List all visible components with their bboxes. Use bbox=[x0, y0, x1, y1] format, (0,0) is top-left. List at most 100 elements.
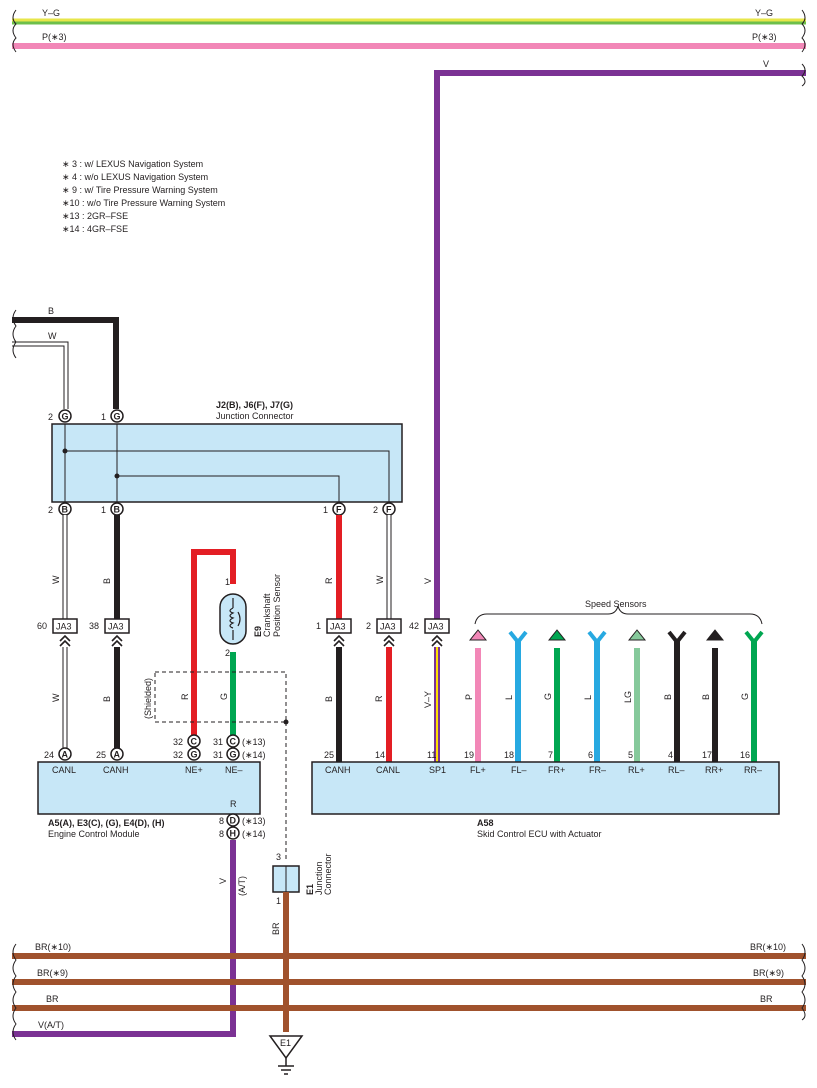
svg-text:BR(∗10): BR(∗10) bbox=[750, 942, 786, 952]
skid-control-ecu bbox=[311, 761, 780, 815]
svg-text:14: 14 bbox=[375, 750, 385, 760]
ecm-terminal-r: R bbox=[230, 799, 237, 809]
bus-p3: P(∗3) P(∗3) bbox=[12, 32, 806, 49]
engine-control-module: CANL CANH NE+ NE– R A5(A), E3(C), (G), E… bbox=[37, 761, 261, 839]
ja3-connector-2: 2 JA3 bbox=[366, 618, 402, 634]
svg-text:25: 25 bbox=[324, 750, 334, 760]
ja3-connector-42: 42 JA3 bbox=[409, 618, 450, 634]
svg-text:B: B bbox=[48, 306, 54, 316]
crank-sensor-name: Position Sensor bbox=[272, 574, 282, 637]
svg-text:G: G bbox=[219, 693, 229, 700]
ja3-connector-60: 60 JA3 bbox=[37, 618, 78, 634]
wire-rr-plus: B bbox=[701, 629, 725, 762]
junction-connector: J2(B), J6(F), J7(G) Junction Connector bbox=[51, 400, 403, 503]
svg-text:JA3: JA3 bbox=[428, 622, 444, 632]
footnote: ∗ 9 : w/ Tire Pressure Warning System bbox=[62, 185, 218, 195]
svg-text:BR: BR bbox=[760, 994, 773, 1004]
footnote: ∗10 : w/o Tire Pressure Warning System bbox=[62, 198, 225, 208]
svg-text:31: 31 bbox=[213, 737, 223, 747]
svg-text:2: 2 bbox=[225, 648, 230, 658]
wire-b-skid-canh: B bbox=[324, 647, 342, 762]
svg-text:F: F bbox=[336, 505, 342, 515]
svg-text:2: 2 bbox=[366, 621, 371, 631]
ecm-terminal-canl: CANL bbox=[52, 765, 76, 775]
wire-v-label: V bbox=[423, 578, 433, 584]
svg-text:B: B bbox=[62, 505, 69, 515]
svg-text:8: 8 bbox=[219, 829, 224, 839]
svg-text:FL–: FL– bbox=[511, 765, 527, 775]
svg-text:18: 18 bbox=[504, 750, 514, 760]
svg-text:(Shielded): (Shielded) bbox=[143, 678, 153, 719]
svg-text:60: 60 bbox=[37, 621, 47, 631]
skid-name: Skid Control ECU with Actuator bbox=[477, 829, 602, 839]
svg-text:P: P bbox=[464, 694, 474, 700]
junction-code: J2(B), J6(F), J7(G) bbox=[216, 400, 293, 410]
svg-text:D: D bbox=[230, 816, 237, 826]
svg-text:RR+: RR+ bbox=[705, 765, 723, 775]
e1-code: E1 bbox=[305, 884, 315, 895]
svg-text:C: C bbox=[191, 737, 198, 747]
svg-text:SP1: SP1 bbox=[429, 765, 446, 775]
e1-name: Connector bbox=[323, 853, 333, 895]
svg-text:FL+: FL+ bbox=[470, 765, 486, 775]
crankshaft-position-sensor: E9 Crankshaft Position Sensor bbox=[219, 574, 282, 645]
svg-text:38: 38 bbox=[89, 621, 99, 631]
bus-br: BR BR bbox=[12, 994, 806, 1011]
svg-text:L: L bbox=[583, 695, 593, 700]
crank-sensor-wires: 1 2 R G bbox=[180, 549, 236, 738]
svg-text:BR(∗10): BR(∗10) bbox=[35, 942, 71, 952]
wire-fr-plus: G bbox=[543, 629, 567, 762]
svg-text:16: 16 bbox=[740, 750, 750, 760]
footnote: ∗ 4 : w/o LEXUS Navigation System bbox=[62, 172, 208, 182]
ecm-terminal-ne-plus: NE+ bbox=[185, 765, 203, 775]
ecm-ne-plus-pins: 32 C 32 G bbox=[173, 734, 201, 761]
wire-rl-plus: LG bbox=[623, 629, 647, 762]
footnote: ∗ 3 : w/ LEXUS Navigation System bbox=[62, 159, 203, 169]
svg-text:BR(∗9): BR(∗9) bbox=[753, 968, 784, 978]
svg-text:G: G bbox=[230, 750, 237, 760]
svg-text:RL–: RL– bbox=[668, 765, 685, 775]
svg-text:L: L bbox=[504, 695, 514, 700]
svg-text:BR: BR bbox=[271, 922, 281, 935]
svg-text:4: 4 bbox=[668, 750, 673, 760]
wire-b-canh: B bbox=[102, 647, 120, 748]
skid-code: A58 bbox=[477, 818, 494, 828]
wire-r-skid-canl: R bbox=[374, 647, 392, 762]
svg-text:2: 2 bbox=[48, 412, 53, 422]
svg-text:BR: BR bbox=[46, 994, 59, 1004]
svg-text:BR(∗9): BR(∗9) bbox=[37, 968, 68, 978]
svg-text:FR+: FR+ bbox=[548, 765, 565, 775]
svg-text:(∗14): (∗14) bbox=[242, 750, 266, 760]
ecm-bottom-pins: 8 D (∗13) 8 H (∗14) bbox=[219, 813, 266, 840]
connector-chevrons bbox=[59, 634, 443, 647]
bus-p3-label-left: P(∗3) bbox=[42, 32, 67, 42]
e1-junction-connector: 3 1 E1 Junction Connector bbox=[272, 852, 333, 906]
wire-b-38: B bbox=[102, 515, 120, 620]
wire-w-canl: W bbox=[51, 647, 68, 748]
bus-p3-label-right: P(∗3) bbox=[752, 32, 777, 42]
svg-text:G: G bbox=[62, 412, 69, 422]
ground-label: E1 bbox=[280, 1038, 291, 1048]
bus-break-symbols-top bbox=[12, 9, 806, 87]
svg-text:3: 3 bbox=[276, 852, 281, 862]
svg-text:2: 2 bbox=[48, 505, 53, 515]
bus-vat-label: V(A/T) bbox=[38, 1020, 64, 1030]
svg-text:G: G bbox=[114, 412, 121, 422]
svg-text:6: 6 bbox=[588, 750, 593, 760]
svg-text:1: 1 bbox=[101, 505, 106, 515]
svg-text:5: 5 bbox=[628, 750, 633, 760]
svg-text:11: 11 bbox=[427, 750, 436, 760]
svg-text:JA3: JA3 bbox=[330, 622, 346, 632]
speed-sensors-label: Speed Sensors bbox=[585, 599, 647, 609]
bus-v: V bbox=[434, 59, 806, 623]
wire-v-at: V (A/T) bbox=[12, 840, 247, 1037]
svg-text:CANL: CANL bbox=[376, 765, 400, 775]
bus-br10: BR(∗10) BR(∗10) bbox=[12, 942, 806, 959]
svg-text:V: V bbox=[218, 878, 228, 884]
svg-text:G: G bbox=[191, 750, 198, 760]
svg-text:V–Y: V–Y bbox=[423, 691, 433, 708]
svg-text:RL+: RL+ bbox=[628, 765, 645, 775]
junction-top-pin: 2 G bbox=[48, 409, 72, 423]
bus-junction-dots bbox=[282, 952, 290, 1012]
